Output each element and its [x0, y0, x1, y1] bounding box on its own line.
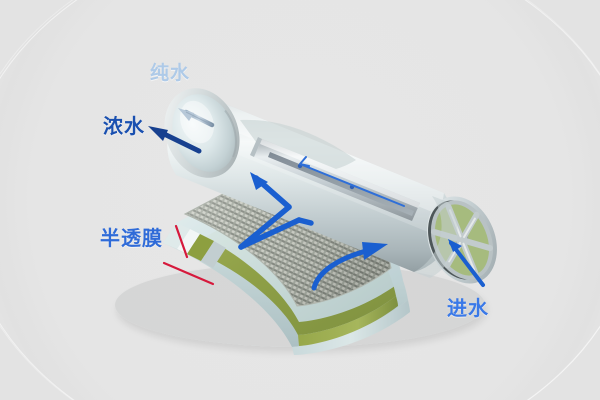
- end-cap-shoulder: [414, 196, 458, 278]
- membrane-backing-sheet-front-edge: [292, 300, 410, 355]
- label-semi-permeable-membrane: 半透膜: [100, 228, 163, 250]
- concentrate-water-arrow: [148, 126, 202, 154]
- label-pure-water: 纯水: [150, 63, 191, 84]
- feed-water-arrow: [448, 239, 485, 287]
- membrane-layer-edge-grey: [201, 241, 226, 268]
- membrane-layer-edge-pale: [163, 223, 190, 249]
- left-cap-shadow-arc: [224, 109, 237, 158]
- membrane-layer-edge-olive: [187, 234, 214, 261]
- feed-flow-curved-arrow: [311, 242, 388, 291]
- bracket-line-lower: [162, 261, 215, 286]
- permeate-inline-arrow: [299, 156, 405, 207]
- permeate-tube-slot: [268, 152, 414, 216]
- bracket-line-upper: [174, 224, 189, 259]
- label-feed-water: 进水: [447, 298, 489, 320]
- permeate-tube-highlight: [260, 139, 420, 208]
- label-concentrate-water: 浓水: [103, 116, 145, 138]
- permeate-path-arrow: [238, 172, 314, 250]
- membrane-permeate-carrier-olive-edge: [298, 296, 398, 346]
- pure-water-arrow: [178, 108, 215, 128]
- permeate-collection-tube: [250, 137, 420, 221]
- anti-telescoping-end-cap: [414, 196, 497, 284]
- permeate-tube-end-cap: [250, 137, 262, 157]
- membrane-callout-bracket: [162, 224, 215, 286]
